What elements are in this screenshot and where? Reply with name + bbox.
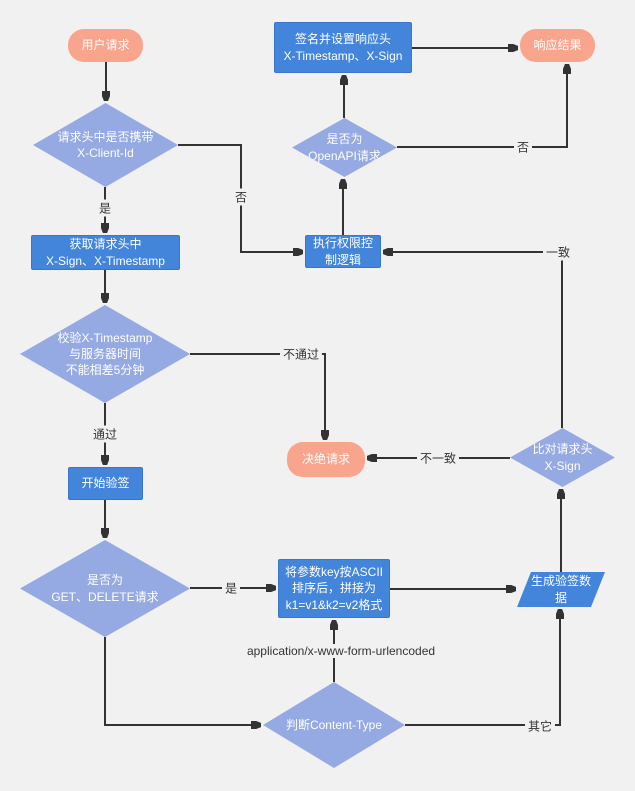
edge-label-no-client-id: 否 [231, 188, 251, 206]
edge-label-yes-get-delete: 是 [221, 579, 241, 597]
node-exec-permission: 执行权限控制逻辑 [305, 235, 381, 268]
edge-label-no-openapi: 否 [513, 138, 533, 156]
edge-label-pass: 通过 [89, 425, 121, 443]
node-start-verify: 开始验签 [68, 467, 143, 500]
node-gen-sign-data: 生成验签数据 [517, 572, 605, 607]
edge-label-mismatch: 不一致 [416, 449, 460, 467]
edge-label-yes-client-id: 是 [95, 199, 115, 217]
edge-label-other: 其它 [524, 717, 556, 735]
edge-label-match: 一致 [542, 243, 574, 261]
edge-label-fail: 不通过 [279, 345, 323, 363]
node-get-headers: 获取请求头中 X-Sign、X-Timestamp [31, 235, 180, 270]
node-response-result: 响应结果 [520, 29, 595, 62]
node-sign-response: 签名并设置响应头 X-Timestamp、X-Sign [274, 22, 412, 73]
edge-label-form-urlencoded: application/x-www-form-urlencoded [243, 644, 439, 658]
node-sort-params: 将参数key按ASCII 排序后，拼接为 k1=v1&k2=v2格式 [278, 559, 390, 618]
node-reject-request: 决绝请求 [287, 442, 365, 477]
node-user-request: 用户请求 [68, 29, 143, 62]
